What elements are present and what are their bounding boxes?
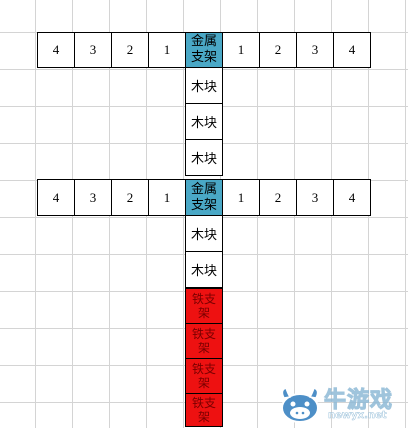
metal-stand-label-line2: 支架: [190, 197, 217, 213]
wood-block: 木块: [185, 139, 223, 176]
row2-cell-left-3: 3: [74, 179, 112, 216]
iron-stand-label-line1: 铁支: [191, 327, 216, 341]
metal-stand-label-line1: 金属: [190, 181, 217, 197]
row1-cell-right-4: 4: [333, 32, 371, 68]
iron-stand: 铁支 架: [185, 393, 223, 427]
row2-cell-left-4: 4: [37, 179, 75, 216]
iron-stand-label-line1: 铁支: [191, 292, 216, 306]
row2-cell-right-3: 3: [296, 179, 334, 216]
wood-block: 木块: [185, 215, 223, 252]
wood-block: 木块: [185, 67, 223, 104]
row2-metal-stand: 金属 支架: [185, 179, 223, 216]
iron-stand: 铁支 架: [185, 323, 223, 359]
metal-stand-label-line1: 金属: [190, 34, 217, 49]
row2-cell-left-1: 1: [148, 179, 186, 216]
iron-stand-label-line2: 架: [197, 410, 210, 424]
row2-cell-right-1: 1: [222, 179, 260, 216]
cow-mascot-icon: [281, 387, 319, 423]
row1-cell-left-4: 4: [37, 32, 75, 68]
watermark-logo: 牛游戏 newyx.net: [278, 380, 404, 426]
watermark-title: 牛游戏: [323, 388, 394, 414]
row2-cell-left-2: 2: [111, 179, 149, 216]
iron-stand-label-line1: 铁支: [191, 362, 216, 376]
row1-cell-right-1: 1: [222, 32, 260, 68]
watermark-url: newyx.net: [328, 410, 387, 422]
row2-cell-right-2: 2: [259, 179, 297, 216]
wood-block: 木块: [185, 103, 223, 140]
row1-cell-left-2: 2: [111, 32, 149, 68]
wood-block: 木块: [185, 251, 223, 288]
iron-stand-label-line2: 架: [197, 341, 210, 355]
iron-stand-label-line1: 铁支: [191, 396, 216, 410]
iron-stand-label-line2: 架: [197, 376, 210, 390]
row1-cell-right-3: 3: [296, 32, 334, 68]
iron-stand-label-line2: 架: [197, 306, 210, 320]
row1-cell-left-1: 1: [148, 32, 186, 68]
iron-stand: 铁支 架: [185, 288, 223, 324]
iron-stand: 铁支 架: [185, 358, 223, 394]
row1-cell-left-3: 3: [74, 32, 112, 68]
row2-cell-right-4: 4: [333, 179, 371, 216]
row1-cell-right-2: 2: [259, 32, 297, 68]
row1-metal-stand: 金属 支架: [185, 32, 223, 68]
metal-stand-label-line2: 支架: [190, 50, 217, 65]
